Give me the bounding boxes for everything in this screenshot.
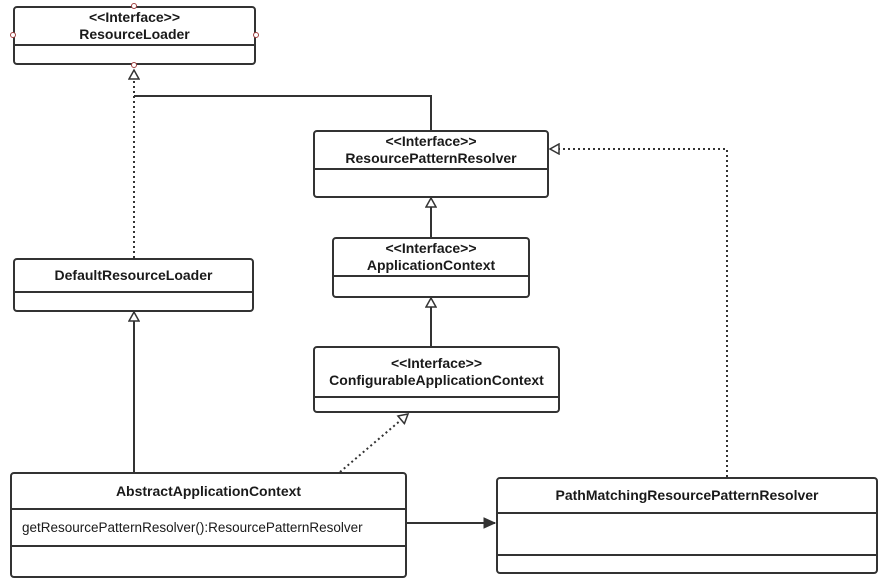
selection-handle-bottom[interactable] (131, 62, 137, 68)
attributes-compartment (315, 170, 547, 196)
selection-handle-left[interactable] (10, 32, 16, 38)
class-name-compartment: DefaultResourceLoader (15, 260, 252, 293)
class-applicationcontext[interactable]: <<Interface>> ApplicationContext (332, 237, 530, 298)
class-defaultresourceloader[interactable]: DefaultResourceLoader (13, 258, 254, 312)
attributes-compartment (498, 514, 876, 556)
class-name-compartment: PathMatchingResourcePatternResolver (498, 479, 876, 514)
class-name: AbstractApplicationContext (115, 482, 302, 499)
class-name: DefaultResourceLoader (54, 267, 213, 283)
class-name-compartment: <<Interface>> ResourcePatternResolver (315, 132, 547, 170)
attributes-compartment (334, 277, 528, 296)
class-name: ResourcePatternResolver (345, 150, 517, 166)
selection-handle-top[interactable] (131, 3, 137, 9)
attributes-compartment (315, 398, 558, 411)
method-getresourcepatternresolver[interactable]: getResourcePatternResolver():ResourcePat… (12, 510, 405, 547)
edge-pathmatching-to-resourcepatternresolver (550, 149, 728, 477)
methods-compartment (498, 556, 876, 572)
selection-handle-right[interactable] (253, 32, 259, 38)
attributes-compartment (15, 46, 254, 63)
class-configurableapplicationcontext[interactable]: <<Interface>> ConfigurableApplicationCon… (313, 346, 560, 413)
class-abstractapplicationcontext[interactable]: AbstractApplicationContext getResourcePa… (10, 472, 407, 578)
class-name-compartment: <<Interface>> ResourceLoader (15, 8, 254, 46)
stereotype-label: <<Interface>> (390, 355, 483, 371)
class-name: ResourceLoader (79, 26, 190, 42)
stereotype-label: <<Interface>> (385, 133, 477, 149)
class-name-compartment: <<Interface>> ConfigurableApplicationCon… (315, 348, 558, 398)
extra-compartment (12, 547, 405, 576)
edge-resourcepatternresolver-to-resourceloader (134, 95, 432, 130)
class-name: ApplicationContext (366, 257, 496, 273)
class-name: PathMatchingResourcePatternResolver (555, 487, 819, 503)
class-name: ConfigurableApplicationContext (329, 372, 544, 388)
class-resourcepatternresolver[interactable]: <<Interface>> ResourcePatternResolver (313, 130, 549, 198)
class-name-compartment: AbstractApplicationContext (12, 474, 405, 510)
stereotype-label: <<Interface>> (385, 240, 477, 256)
stereotype-label: <<Interface>> (88, 9, 181, 25)
class-name-compartment: <<Interface>> ApplicationContext (334, 239, 528, 277)
class-pathmatchingresourcepatternresolver[interactable]: PathMatchingResourcePatternResolver (496, 477, 878, 574)
attributes-compartment (15, 293, 252, 310)
class-resourceloader[interactable]: <<Interface>> ResourceLoader (13, 6, 256, 65)
edge-abstractapplicationcontext-to-configurableapplicationcontext (339, 414, 408, 473)
